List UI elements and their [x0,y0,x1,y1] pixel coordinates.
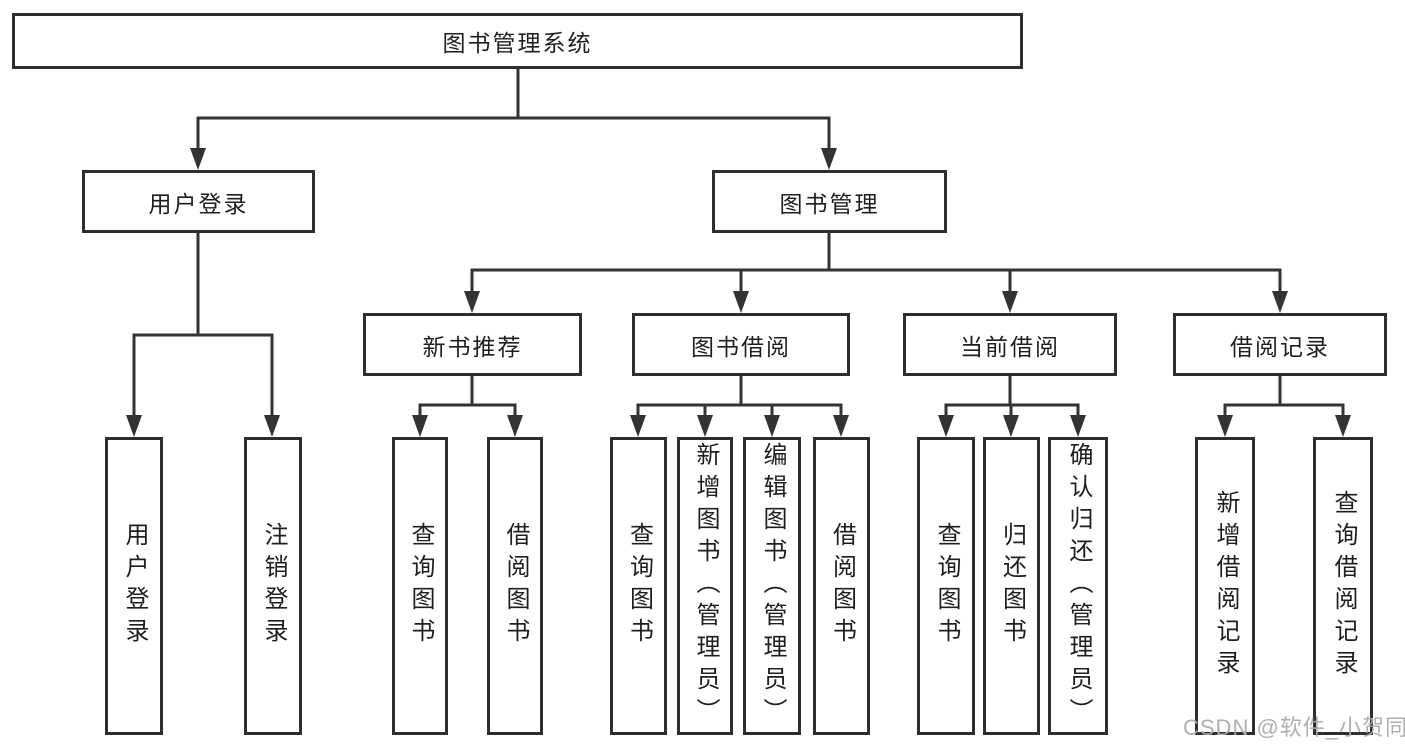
node-leaf-bb-edit-books-admin: 编辑图书（管理员） [743,437,801,735]
edge-root-to-branches [190,67,837,170]
node-branch-user-login: 用户登录 [82,170,315,233]
edge-user-login-children [126,231,280,437]
node-group-book-borrow: 图书借阅 [632,313,850,376]
node-leaf-user-login: 用户登录 [105,437,163,735]
node-leaf-bb-add-books-admin: 新增图书（管理员） [677,437,733,735]
node-leaf-nbr-borrow-books: 借阅图书 [487,437,543,735]
edge-book-borrow-children [630,374,849,437]
edge-borrow-records-children [1217,374,1351,437]
edge-new-book-rec-children [412,374,523,437]
edge-current-borrow-children [938,374,1086,437]
node-group-borrow-records: 借阅记录 [1173,313,1387,376]
node-leaf-bb-query-books: 查询图书 [610,437,667,735]
node-leaf-br-query-record: 查询借阅记录 [1313,437,1373,735]
node-leaf-cb-confirm-return-admin: 确认归还（管理员） [1048,437,1108,735]
node-group-new-book-recommend: 新书推荐 [363,313,582,376]
node-root-system: 图书管理系统 [12,13,1023,69]
watermark: CSDN @软件_小贺同学 [1183,715,1405,740]
edge-book-mgmt-children [464,231,1288,313]
node-leaf-logout: 注销登录 [244,437,302,735]
node-leaf-cb-query-books: 查询图书 [917,437,975,735]
node-leaf-br-add-record: 新增借阅记录 [1195,437,1255,735]
node-branch-book-management: 图书管理 [712,170,947,233]
node-group-current-borrow: 当前借阅 [903,313,1117,376]
node-leaf-bb-borrow-books: 借阅图书 [813,437,870,735]
node-leaf-nbr-query-books: 查询图书 [392,437,448,735]
node-leaf-cb-return-books: 归还图书 [983,437,1040,735]
